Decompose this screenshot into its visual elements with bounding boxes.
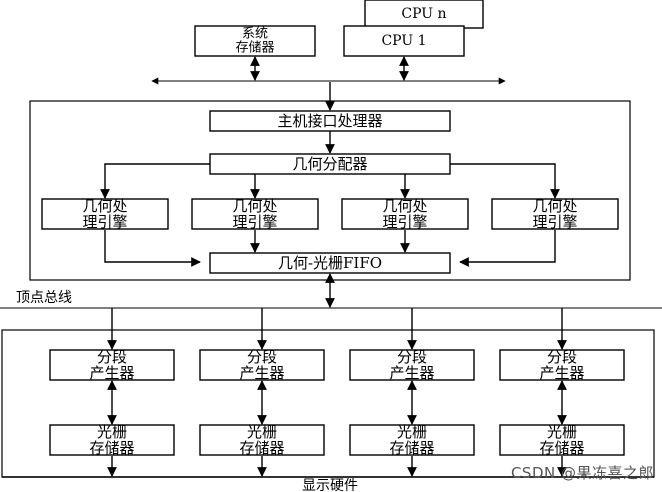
watermark: CSDN @果冻喜之郎 <box>510 464 654 482</box>
distributor-to-engine-1-arrow <box>100 163 210 199</box>
system-memory-box-label: 系统 <box>242 27 268 42</box>
display-hardware-label: 显示硬件 <box>302 478 358 492</box>
distributor-to-engine-4-arrow <box>450 163 560 199</box>
system-memory-box-border <box>194 25 316 57</box>
cpu-n-box-label: CPU n <box>401 6 446 22</box>
raster-memory-3-box-label: 光栅 <box>397 423 427 441</box>
fragment-generator-3-box-border <box>349 349 475 381</box>
engine-1-to-fifo-arrow <box>104 230 201 267</box>
geometry-engine-4-box-label: 理引擎 <box>532 213 577 231</box>
host-interface-processor-box-border <box>209 110 451 132</box>
raster-memory-4-box-border <box>499 424 625 456</box>
raster-memory-1-box-label: 存储器 <box>89 439 134 457</box>
geometry-engine-4-box-label: 几何处 <box>532 197 577 215</box>
geometry-engine-2-box-label: 几何处 <box>232 197 277 215</box>
fragment-generator-1-box-label: 产生器 <box>89 364 134 382</box>
raster-memory-4-box-label: 光栅 <box>547 423 577 441</box>
fragment-generator-1-box-label: 分段 <box>97 348 127 366</box>
fragment-generator-3-box-label: 分段 <box>397 348 427 366</box>
fragment-generator-2-box-label: 分段 <box>247 348 277 366</box>
cpu-1-box-label: CPU 1 <box>381 33 426 49</box>
fragment-generator-2-box-label: 产生器 <box>239 364 284 382</box>
raster-memory-4-box-label: 存储器 <box>539 439 584 457</box>
raster-memory-2-box-label: 存储器 <box>239 439 284 457</box>
geometry-distributor-box-label: 几何分配器 <box>292 155 367 173</box>
fragment-generator-2-box-border <box>199 349 325 381</box>
raster-memory-2-box-border <box>199 424 325 456</box>
engine-4-to-fifo-arrow <box>459 230 556 267</box>
fragment-generator-4-box-label: 分段 <box>547 348 577 366</box>
vertex-bus-label: 顶点总线 <box>16 290 72 306</box>
cpu-n-box: CPU n <box>364 0 484 29</box>
cpu-1-box: CPU 1 <box>343 25 465 57</box>
geometry-raster-fifo-box-label: 几何-光栅FIFO <box>278 254 382 272</box>
fragment-generator-1-box-border <box>49 349 175 381</box>
geometry-engine-1-box-label: 理引擎 <box>82 213 127 231</box>
cpu-1-box-border <box>343 25 465 57</box>
fragment-generator-4-box-border <box>499 349 625 381</box>
host-interface-processor-box-label: 主机接口处理器 <box>277 112 382 130</box>
raster-memory-3-box-border <box>349 424 475 456</box>
geometry-engine-2-box-label: 理引擎 <box>232 213 277 231</box>
geometry-distributor-box: 几何分配器 <box>209 153 451 175</box>
geometry-distributor-box-border <box>209 153 451 175</box>
raster-memory-2-box-label: 光栅 <box>247 423 277 441</box>
geometry-raster-fifo-box-border <box>209 252 451 274</box>
geometry-engine-3-box-label: 理引擎 <box>382 213 427 231</box>
host-interface-processor-box: 主机接口处理器 <box>209 110 451 132</box>
geometry-engine-1-box-label: 几何处 <box>82 197 127 215</box>
raster-memory-1-box-label: 光栅 <box>97 423 127 441</box>
raster-memory-1-box-border <box>49 424 175 456</box>
geometry-raster-fifo-box: 几何-光栅FIFO <box>209 252 451 274</box>
geometry-engine-3-box-label: 几何处 <box>382 197 427 215</box>
geometry-engine-1-box-border <box>41 198 169 230</box>
system-memory-box-label: 存储器 <box>235 41 274 56</box>
geometry-engine-4-box-border <box>491 198 619 230</box>
geometry-engine-3-box-border <box>341 198 469 230</box>
geometry-engine-2-box-border <box>191 198 319 230</box>
raster-memory-3-box-label: 存储器 <box>389 439 434 457</box>
fragment-generator-3-box-label: 产生器 <box>389 364 434 382</box>
fragment-generator-4-box-label: 产生器 <box>539 364 584 382</box>
